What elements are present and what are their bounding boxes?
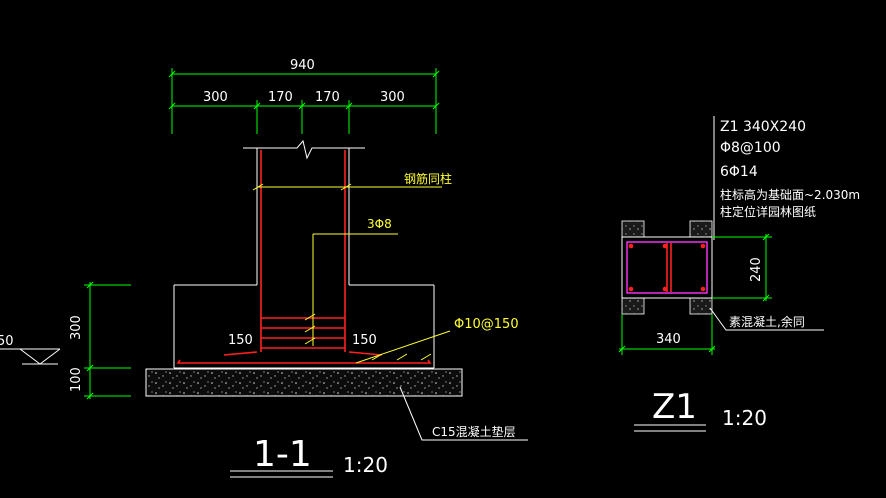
- footing-outline: [173, 139, 435, 369]
- pad-leader: [399, 386, 528, 441]
- z1-note-2: Φ8@100: [720, 140, 781, 156]
- dim-vert-300: 300: [69, 315, 84, 340]
- dim-total: 940: [290, 58, 315, 73]
- label-rebar-with-column: 钢筋同柱: [404, 171, 452, 186]
- dim-left-edge-partial: 50: [0, 334, 14, 349]
- dim-seg-3: 170: [315, 90, 340, 105]
- leaders: [252, 183, 451, 364]
- label-spacing: Φ10@150: [454, 317, 519, 332]
- z1-note-1: Z1 340X240: [720, 119, 806, 135]
- top-dimension-lines: [168, 68, 440, 134]
- z1-plain-concrete-leader: [709, 307, 824, 331]
- z1-title: Z1: [652, 387, 697, 427]
- vertical-dimensions: [84, 281, 131, 400]
- dim-vert-100: 100: [69, 367, 84, 392]
- section-title: 1-1: [253, 434, 312, 475]
- z1-block-tr: [689, 220, 713, 238]
- section-1-1: 940 300 170 170 300: [0, 58, 528, 478]
- label-bars: 3Φ8: [367, 217, 392, 231]
- z1-block-br: [689, 297, 713, 315]
- z1-dim-width: 340: [656, 332, 681, 347]
- dim-seg-4: 300: [380, 90, 405, 105]
- z1-detail: Z1 340X240 Φ8@100 6Φ14 柱标高为基础面~2.030m 柱定…: [618, 116, 860, 432]
- z1-dimensions: [618, 233, 772, 355]
- z1-stirrup: [626, 241, 708, 294]
- dim-right-150: 150: [352, 333, 377, 348]
- z1-block-bl: [621, 297, 645, 315]
- z1-note-4: 柱标高为基础面~2.030m: [720, 187, 860, 202]
- dim-seg-2: 170: [268, 90, 293, 105]
- z1-column-outline: [621, 236, 713, 299]
- label-pad: C15混凝土垫层: [432, 424, 516, 439]
- concrete-pad: [145, 368, 463, 397]
- dim-left-150: 150: [228, 333, 253, 348]
- rebars: [176, 150, 432, 364]
- z1-plain-concrete-label: 素混凝土,余同: [729, 314, 805, 329]
- z1-scale: 1:20: [722, 406, 767, 430]
- z1-block-tl: [621, 220, 645, 238]
- dim-seg-1: 300: [203, 90, 228, 105]
- z1-note-5: 柱定位详园林图纸: [720, 204, 816, 219]
- z1-dim-height: 240: [749, 257, 764, 282]
- section-scale: 1:20: [343, 453, 388, 477]
- elevation-marker: [0, 348, 61, 365]
- z1-bars: [628, 243, 706, 292]
- z1-note-3: 6Φ14: [720, 164, 758, 180]
